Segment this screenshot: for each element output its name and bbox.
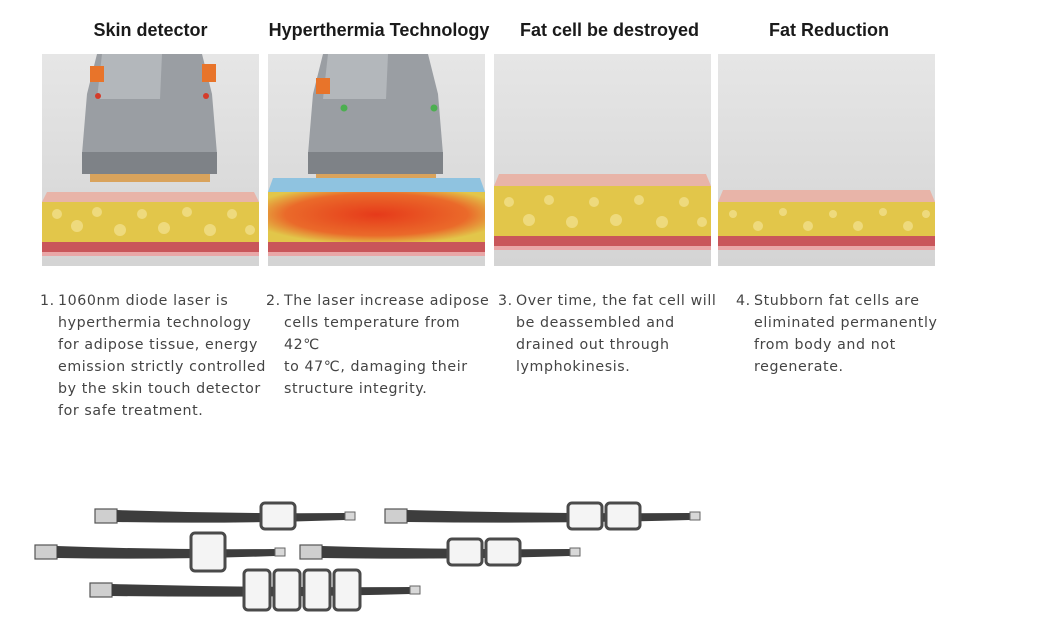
desc-line: to 47℃, damaging their [284,359,468,375]
desc-line: for adipose tissue, energy [58,337,259,353]
treatment-pad [242,568,272,612]
strap-band [407,510,690,523]
desc-line: lymphokinesis. [516,359,631,375]
step-1-illustration [42,54,259,266]
step-2-description: 2. The laser increase adipose cells temp… [266,290,492,400]
desc-line: regenerate. [754,359,844,375]
strap-band [117,510,345,523]
desc-line: 1060nm diode laser is [58,293,229,309]
tissue-block [268,178,485,256]
desc-line: Over time, the fat cell will [516,293,717,309]
treatment-pad [566,501,604,531]
treatment-pad [332,568,362,612]
step-number: 1. [40,293,55,309]
treatment-pad [259,501,297,531]
desc-line: drained out through [516,337,670,353]
strap-band [57,546,275,559]
desc-line: Stubborn fat cells are [754,293,920,309]
treatment-pad [189,531,227,573]
strap-tip [274,547,286,557]
step-number: 3. [498,293,513,309]
step-3-illustration [494,54,711,266]
step-4-description: 4. Stubborn fat cells are eliminated per… [736,290,956,378]
desc-line: hyperthermia technology [58,315,252,331]
step-1-description: 1. 1060nm diode laser is hyperthermia te… [40,290,270,422]
tissue-block [718,190,935,250]
strap-tip [344,511,356,521]
tissue-block [494,174,711,250]
strap-band [322,546,570,559]
strap-applicator [94,501,356,531]
desc-line: from body and not [754,337,896,353]
desc-line: cells temperature from 42℃ [284,315,461,353]
applicator-straps-illustration [34,501,701,612]
strap-tip [569,547,581,557]
desc-line: The laser increase adipose [284,293,490,309]
step-3-description: 3. Over time, the fat cell will be deass… [498,290,720,378]
buckle-icon [384,508,408,524]
desc-line: structure integrity. [284,381,428,397]
strap-applicator [34,531,286,573]
buckle-icon [34,544,58,560]
desc-line: be deassembled and [516,315,675,331]
step-3-title: Fat cell be destroyed [519,20,700,40]
strap-applicator [299,537,581,567]
step-4-illustration [718,54,935,266]
desc-line: by the skin touch detector [58,381,261,397]
buckle-icon [94,508,118,524]
step-1-title: Skin detector [93,20,208,40]
laser-handpiece-icon [82,54,217,182]
strap-tip [689,511,701,521]
treatment-pad [446,537,484,567]
laser-handpiece-icon [308,54,443,182]
strap-applicator [384,501,701,531]
step-number: 2. [266,293,281,309]
buckle-icon [89,582,113,598]
treatment-pad [604,501,642,531]
treatment-pad [272,568,302,612]
treatment-pad [484,537,522,567]
step-number: 4. [736,293,751,309]
desc-line: eliminated permanently [754,315,938,331]
step-4-title: Fat Reduction [769,20,889,40]
step-2-title: Hyperthermia Technology [268,20,490,40]
treatment-pad [302,568,332,612]
desc-line: for safe treatment. [58,403,204,419]
strap-tip [409,585,421,595]
strap-applicator [89,568,421,612]
buckle-icon [299,544,323,560]
step-2-illustration [268,54,485,266]
desc-line: emission strictly controlled [58,359,266,375]
